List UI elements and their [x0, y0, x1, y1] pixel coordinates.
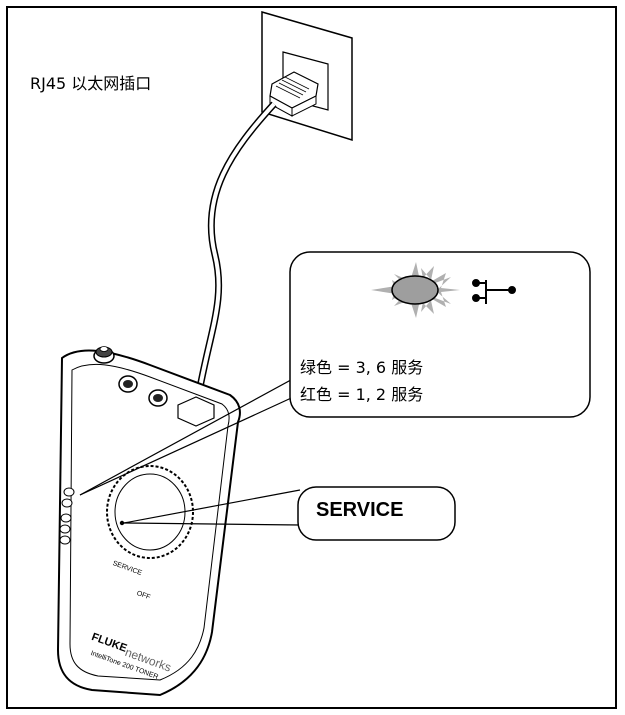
callout-line-service — [123, 489, 301, 524]
green-led-label: 绿色 = 3, 6 服务 — [300, 358, 424, 377]
rj45-plug-icon — [269, 71, 319, 117]
service-callout-box — [297, 486, 456, 541]
led-indicator-icon — [59, 524, 71, 534]
led-indicator-icon — [63, 487, 75, 497]
led-callout-box — [289, 251, 591, 418]
service-button-label: SERVICE — [316, 499, 404, 521]
led-indicator-icon — [59, 535, 71, 545]
port-label: RJ45 以太网插口 — [30, 74, 152, 93]
rotary-dial-icon — [106, 465, 194, 559]
callout-line-service — [123, 522, 301, 526]
tester-inner-outline — [69, 363, 230, 681]
red-led-label: 红色 = 1, 2 服务 — [300, 385, 424, 404]
callout-line-led — [79, 393, 301, 496]
figure-frame — [6, 6, 617, 709]
bnc-connector-icon — [93, 346, 115, 364]
network-tap-icon — [472, 279, 516, 304]
led-indicator-icon — [61, 498, 73, 508]
callout-line-led — [79, 374, 301, 496]
tester-rj45-socket — [177, 396, 215, 427]
led-indicator-icon — [60, 513, 72, 523]
glowing-led-icon — [371, 262, 460, 318]
